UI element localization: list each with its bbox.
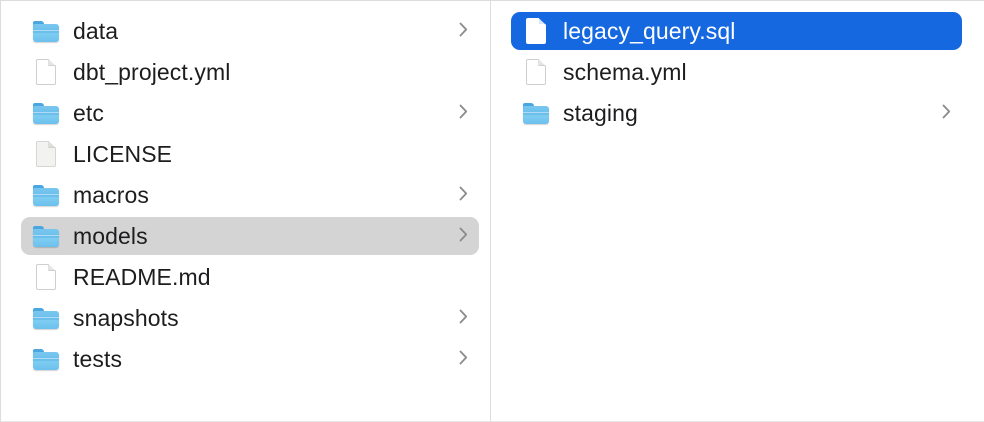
folder-row[interactable]: staging <box>511 94 962 132</box>
folder-row[interactable]: data <box>21 12 479 50</box>
chevron-right-icon[interactable] <box>942 104 956 122</box>
document-icon <box>526 18 546 44</box>
folder-icon <box>33 349 59 370</box>
folder-row[interactable]: tests <box>21 340 479 378</box>
folder-row[interactable]: etc <box>21 94 479 132</box>
row-label: LICENSE <box>73 140 173 167</box>
folder-icon <box>33 103 59 124</box>
folder-icon <box>33 21 59 42</box>
column-two: legacy_query.sql schema.yml staging <box>491 1 984 421</box>
chevron-right-icon[interactable] <box>459 350 473 368</box>
row-label: snapshots <box>73 304 179 331</box>
folder-icon <box>33 185 59 206</box>
chevron-right-icon[interactable] <box>459 186 473 204</box>
folder-icon <box>33 16 59 46</box>
document-icon <box>33 57 59 87</box>
folder-icon <box>33 98 59 128</box>
folder-row[interactable]: snapshots <box>21 299 479 337</box>
row-label: tests <box>73 345 123 372</box>
row-label: data <box>73 17 119 44</box>
document-icon <box>526 59 546 85</box>
row-label: models <box>73 222 148 249</box>
document-icon <box>33 262 59 292</box>
row-label: staging <box>563 99 638 126</box>
document-icon <box>523 16 549 46</box>
folder-icon <box>33 226 59 247</box>
row-label: schema.yml <box>563 58 687 85</box>
folder-icon <box>33 344 59 374</box>
document-icon <box>36 59 56 85</box>
file-row[interactable]: dbt_project.yml <box>21 53 479 91</box>
row-label: legacy_query.sql <box>563 17 736 44</box>
document-icon <box>523 57 549 87</box>
row-label: etc <box>73 99 104 126</box>
folder-icon <box>33 308 59 329</box>
folder-icon <box>523 98 549 128</box>
document-icon <box>36 264 56 290</box>
folder-icon <box>33 303 59 333</box>
chevron-right-icon[interactable] <box>459 22 473 40</box>
folder-icon <box>33 221 59 251</box>
document-plain-icon <box>36 141 56 167</box>
folder-row[interactable]: macros <box>21 176 479 214</box>
file-row[interactable]: LICENSE <box>21 135 479 173</box>
file-row[interactable]: schema.yml <box>511 53 962 91</box>
document-plain-icon <box>33 139 59 169</box>
folder-icon <box>523 103 549 124</box>
file-row[interactable]: README.md <box>21 258 479 296</box>
folder-row[interactable]: models <box>21 217 479 255</box>
row-label: README.md <box>73 263 211 290</box>
chevron-right-icon[interactable] <box>459 309 473 327</box>
folder-icon <box>33 180 59 210</box>
file-row[interactable]: legacy_query.sql <box>511 12 962 50</box>
chevron-right-icon[interactable] <box>459 227 473 245</box>
chevron-right-icon[interactable] <box>459 104 473 122</box>
row-label: macros <box>73 181 150 208</box>
row-label: dbt_project.yml <box>73 58 231 85</box>
